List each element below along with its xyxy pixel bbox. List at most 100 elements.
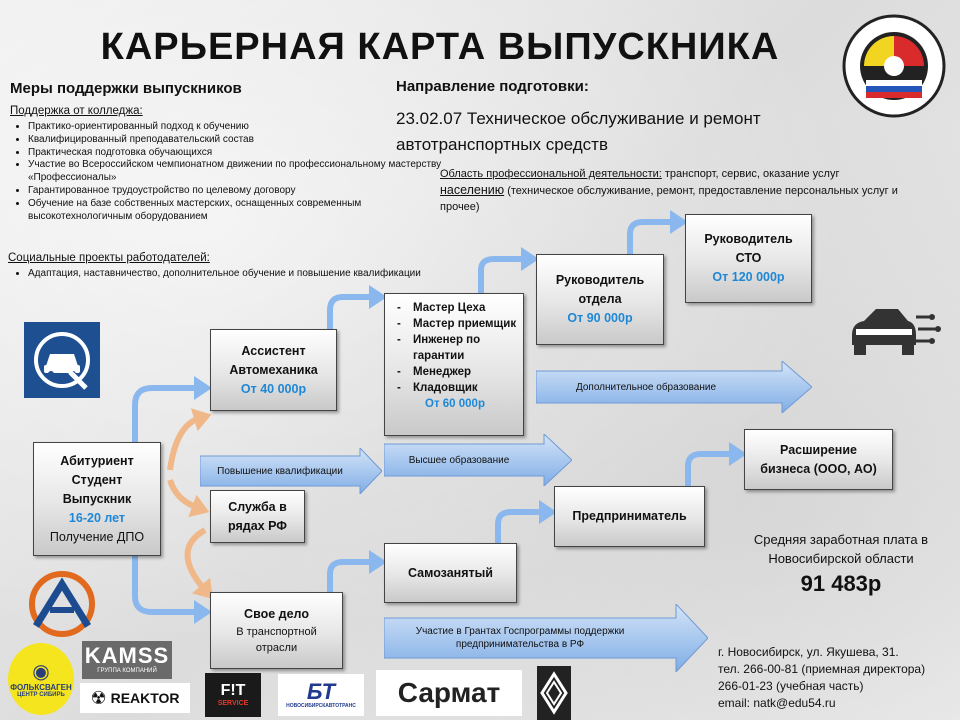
sarmat-logo: Сармат: [376, 670, 522, 716]
banner-arrow-shape: [384, 434, 572, 486]
cto-head-box: Руководитель СТО От 120 000р: [685, 214, 812, 303]
cto-line2: СТО: [735, 251, 762, 265]
vw-logo-icon: ◉: [32, 660, 50, 683]
list-item: Менеджер: [397, 364, 517, 380]
volkswagen-logo: ◉ ФОЛЬКСВАГЕН ЦЕНТР СИБИРЬ: [8, 643, 74, 715]
business-line1: Расширение: [780, 442, 857, 457]
sarmat-logo-text: Сармат: [397, 677, 501, 708]
grants-banner: Участие в Грантах Госпрограммы поддержки…: [384, 604, 708, 672]
arrow-orange-army: [167, 479, 210, 518]
list-item: Обучение на базе собственных мастерских,…: [28, 198, 460, 224]
student-line1: Абитуриент: [60, 453, 134, 468]
contact-address: г. Новосибирск, ул. Якушева, 31.: [718, 645, 899, 659]
list-item: Мастер Цеха: [397, 300, 517, 316]
employer-projects-heading: Социальные проекты работодателей:: [8, 252, 210, 264]
fit-logo-text: F!T: [220, 681, 246, 699]
professional-field: Область профессиональной деятельности: т…: [440, 166, 910, 215]
higher-education-label: Высшее образование: [408, 454, 510, 466]
average-salary-label: Средняя заработная плата в Новосибирской…: [753, 532, 929, 566]
reaktor-logo-text: REAKTOR: [110, 690, 180, 706]
list-item: Участие во Всероссийском чемпионатном дв…: [28, 159, 460, 185]
tech-car-icon: [852, 309, 941, 355]
own-line2: В транспортной: [236, 626, 317, 638]
additional-education-banner: Дополнительное образование: [536, 361, 812, 413]
own-line3: отрасли: [255, 642, 298, 654]
college-support-heading: Поддержка от колледжа:: [10, 105, 143, 117]
student-line2: Студент: [71, 472, 123, 487]
list-item: Гарантированное трудоустройство по целев…: [28, 185, 460, 198]
bt-logo-text: БТ: [306, 678, 336, 704]
own-line1: Свое дело: [244, 607, 309, 621]
qualification-label: Повышение квалификации: [217, 465, 343, 477]
fit-logo-subtext: SERVICE: [217, 699, 249, 707]
banner-arrow-shape: [536, 361, 812, 413]
kamss-logo-subtext: ГРУППА КОМПАНИЙ: [97, 668, 157, 674]
fit-service-logo: F!T SERVICE: [205, 673, 261, 717]
average-salary-value: 91 483р: [800, 571, 882, 596]
vw-logo-text: ФОЛЬКСВАГЕН: [10, 682, 72, 692]
army-service-box: Служба в рядах РФ: [210, 490, 305, 543]
arrow-student-assistant: [132, 376, 212, 442]
master-positions: Мастер Цеха Мастер приемщик Инженер по г…: [395, 300, 517, 396]
dept-head-box: Руководитель отдела От 90 000р: [536, 254, 664, 345]
support-heading: Меры поддержки выпускников: [10, 80, 242, 97]
college-logo-icon: [29, 571, 95, 637]
cto-salary: От 120 000р: [712, 270, 785, 284]
student-note: Получение ДПО: [49, 529, 145, 544]
page-title: КАРЬЕРНАЯ КАРТА ВЫПУСКНИКА: [100, 26, 780, 68]
contact-phone2: 266-01-23 (учебная часть): [718, 679, 864, 693]
student-line3: Выпускник: [62, 491, 132, 506]
renault-logo-icon: [537, 666, 571, 720]
reaktor-logo: ☢ REAKTOR: [80, 683, 190, 713]
assistant-salary: От 40 000р: [240, 381, 307, 396]
direction-text: 23.02.07 Техническое обслуживание и ремо…: [396, 109, 761, 154]
assistant-line1: Ассистент: [241, 343, 306, 358]
list-item: Мастер приемщик: [397, 316, 517, 332]
reaktor-logo-icon: ☢: [90, 687, 107, 708]
self-employed-box: Самозанятый: [384, 543, 517, 603]
business-expansion-box: Расширение бизнеса (ООО, АО): [744, 429, 893, 490]
kamss-logo-text: KAMSS: [84, 643, 170, 668]
army-line1: Служба в: [228, 499, 287, 514]
arrow-self-entrepreneur: [495, 500, 557, 543]
grants-label: Участие в Грантах Госпрограммы поддержки…: [415, 626, 625, 650]
field-text-1: транспорт, сервис, оказание услуг: [661, 168, 840, 180]
master-box: Мастер Цеха Мастер приемщик Инженер по г…: [384, 293, 524, 436]
arrow-master-dept: [478, 247, 539, 293]
auto-service-icon: [24, 322, 100, 398]
field-text-3: (техническое обслуживание, ремонт, предо…: [440, 185, 898, 213]
direction-heading: Направление подготовки:: [396, 78, 589, 95]
employer-projects-list: Адаптация, наставничество, дополнительно…: [8, 268, 448, 281]
contacts-block: г. Новосибирск, ул. Якушева, 31. тел. 26…: [718, 644, 925, 712]
vw-logo-subtext: ЦЕНТР СИБИРЬ: [17, 691, 65, 698]
arrow-assistant-master: [327, 285, 387, 329]
banner-arrow-shape: [200, 448, 382, 494]
list-item: Квалифицированный преподавательский сост…: [28, 134, 460, 147]
contact-email: email: natk@edu54.ru: [718, 696, 836, 710]
entrepreneur-box: Предприниматель: [554, 486, 705, 547]
own-business-box: Свое дело В транспортной отрасли: [210, 592, 343, 669]
bt-logo-subtext: НОВОСИБИРСКАВТОТРАНС: [286, 702, 356, 709]
arrow-orange-assistant: [167, 408, 212, 471]
arrow-student-own: [132, 556, 212, 624]
qualification-banner: Повышение квалификации: [200, 448, 382, 494]
student-age: 16-20 лет: [68, 510, 126, 525]
entrepreneur-label: Предприниматель: [572, 509, 687, 523]
arrow-dept-cto: [627, 210, 688, 254]
army-line2: рядах РФ: [228, 518, 287, 533]
list-item: Инженер по гарантии: [397, 332, 517, 364]
list-item: Адаптация, наставничество, дополнительно…: [28, 268, 448, 281]
dept-salary: От 90 000р: [567, 311, 633, 325]
assistant-line2: Автомеханика: [229, 362, 318, 377]
college-support-list: Практико-ориентированный подход к обучен…: [8, 121, 460, 223]
self-label: Самозанятый: [407, 565, 493, 580]
additional-education-label: Дополнительное образование: [575, 381, 717, 393]
list-item: Кладовщик: [397, 380, 517, 396]
list-item: Практико-ориентированный подход к обучен…: [28, 121, 460, 134]
business-line2: бизнеса (ООО, АО): [760, 461, 877, 476]
contact-phone1: тел. 266-00-81 (приемная директора): [718, 662, 926, 676]
bt-logo: БТ НОВОСИБИРСКАВТОТРАНС: [278, 674, 364, 716]
field-text-2: населению: [440, 183, 505, 197]
assistant-box: Ассистент Автомеханика От 40 000р: [210, 329, 337, 411]
